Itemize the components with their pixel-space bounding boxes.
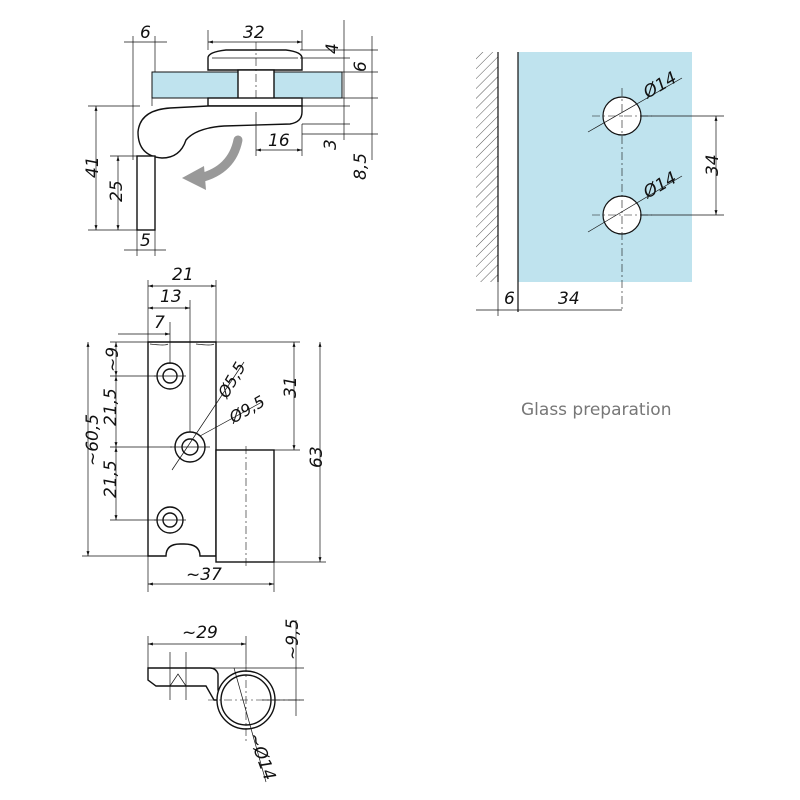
front-view: 21 13 7 Ø5,5 Ø9,5 31 63 ~9 21,5 21,5 ~60… — [82, 265, 327, 592]
dim-plate-width: 32 — [243, 23, 265, 43]
dim-arm-length: 16 — [268, 131, 290, 151]
wall-hatch — [476, 52, 498, 282]
hinge-knuckle — [215, 449, 275, 563]
dim-plate-height: 6 — [351, 61, 371, 72]
glass-panel — [518, 52, 692, 282]
clamp-plate — [207, 49, 303, 71]
dim-pitch1: 21,5 — [101, 388, 121, 426]
dim-w7: 7 — [154, 313, 165, 333]
mount-hole-top — [154, 362, 186, 390]
glass-caption: Glass preparation — [521, 400, 671, 420]
dim-thickness: ~9,5 — [283, 619, 303, 660]
dim-gap: 3 — [321, 139, 341, 150]
dim-total-h: ~60,5 — [83, 414, 103, 466]
dim-plate-top: 4 — [323, 43, 343, 54]
hinge-leg — [136, 155, 156, 231]
dim-total-w: ~37 — [186, 565, 222, 585]
dim-h31: 31 — [281, 376, 301, 398]
dim-w21: 21 — [172, 265, 194, 285]
side-view: 6 32 4 6 3 8,5 41 25 16 5 — [83, 20, 378, 256]
dim-leg-width: 5 — [140, 231, 151, 251]
hinge-arm — [137, 105, 303, 159]
dim-glass-edge-to-hole: 34 — [558, 289, 580, 309]
dim-top-length: ~29 — [182, 623, 218, 643]
glass-preparation-view: Ø14 Ø14 34 6 34 Glass preparation — [476, 52, 724, 420]
dim-glass-edge-gap: 6 — [504, 289, 515, 309]
dim-w13: 13 — [160, 287, 182, 307]
dim-pitch2: 21,5 — [101, 460, 121, 498]
dim-height-total: 41 — [83, 156, 103, 178]
rotation-arrow — [195, 135, 243, 183]
dim-hole-small: Ø5,5 — [214, 359, 250, 402]
dim-top9: ~9 — [103, 347, 123, 372]
mount-hole-bottom — [154, 506, 186, 534]
dim-pin-diameter: ~Ø14 — [244, 730, 280, 783]
top-view: ~29 ~9,5 ~Ø14 — [147, 619, 304, 783]
dim-offset: 6 — [140, 23, 151, 43]
dim-depth: 8,5 — [351, 153, 371, 180]
dim-h63: 63 — [307, 446, 327, 468]
dim-glass-pitch: 34 — [703, 154, 723, 176]
dim-leg-height: 25 — [107, 180, 127, 202]
